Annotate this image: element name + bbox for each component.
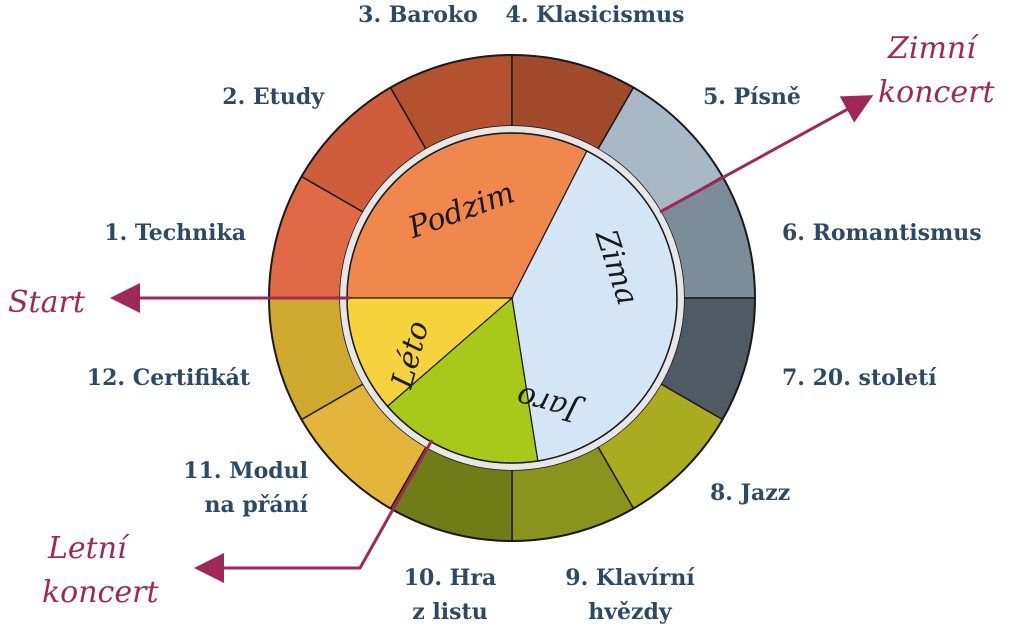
module-label-5: 5. Písně — [703, 84, 801, 110]
module-label-10-line1: 10. Hra — [404, 565, 497, 591]
module-label-10-line2: z listu — [412, 599, 487, 625]
module-label-11-line1: 11. Modul — [183, 458, 308, 484]
module-label-1: 1. Technika — [104, 220, 246, 246]
summer-concert-arrow — [194, 439, 434, 583]
module-labels: 1. Technika 2. Etudy 3. Baroko 4. Klasicism… — [87, 2, 982, 625]
module-label-7: 7. 20. století — [782, 365, 937, 391]
module-ring — [268, 54, 756, 542]
winter-concert-arrow — [659, 95, 874, 214]
event-arrows — [110, 95, 874, 583]
module-label-6: 6. Romantismus — [782, 220, 982, 246]
module-label-3: 3. Baroko — [358, 2, 478, 28]
module-label-11-line2: na přání — [205, 492, 309, 518]
start-label: Start — [8, 285, 86, 320]
module-label-9-line1: 9. Klavírní — [565, 565, 695, 591]
module-label-9-line2: hvězdy — [588, 599, 673, 625]
summer-concert-label-line1: Letní — [47, 531, 130, 566]
summer-concert-label-line2: koncert — [42, 575, 159, 610]
winter-concert-label-line2: koncert — [878, 75, 995, 110]
module-label-4: 4. Klasicismus — [506, 2, 685, 28]
module-label-2: 2. Etudy — [222, 84, 325, 110]
winter-concert-label-line1: Zimní — [887, 31, 979, 66]
module-label-8: 8. Jazz — [710, 480, 790, 506]
season-disc — [340, 126, 684, 470]
module-label-12: 12. Certifikát — [87, 365, 251, 391]
